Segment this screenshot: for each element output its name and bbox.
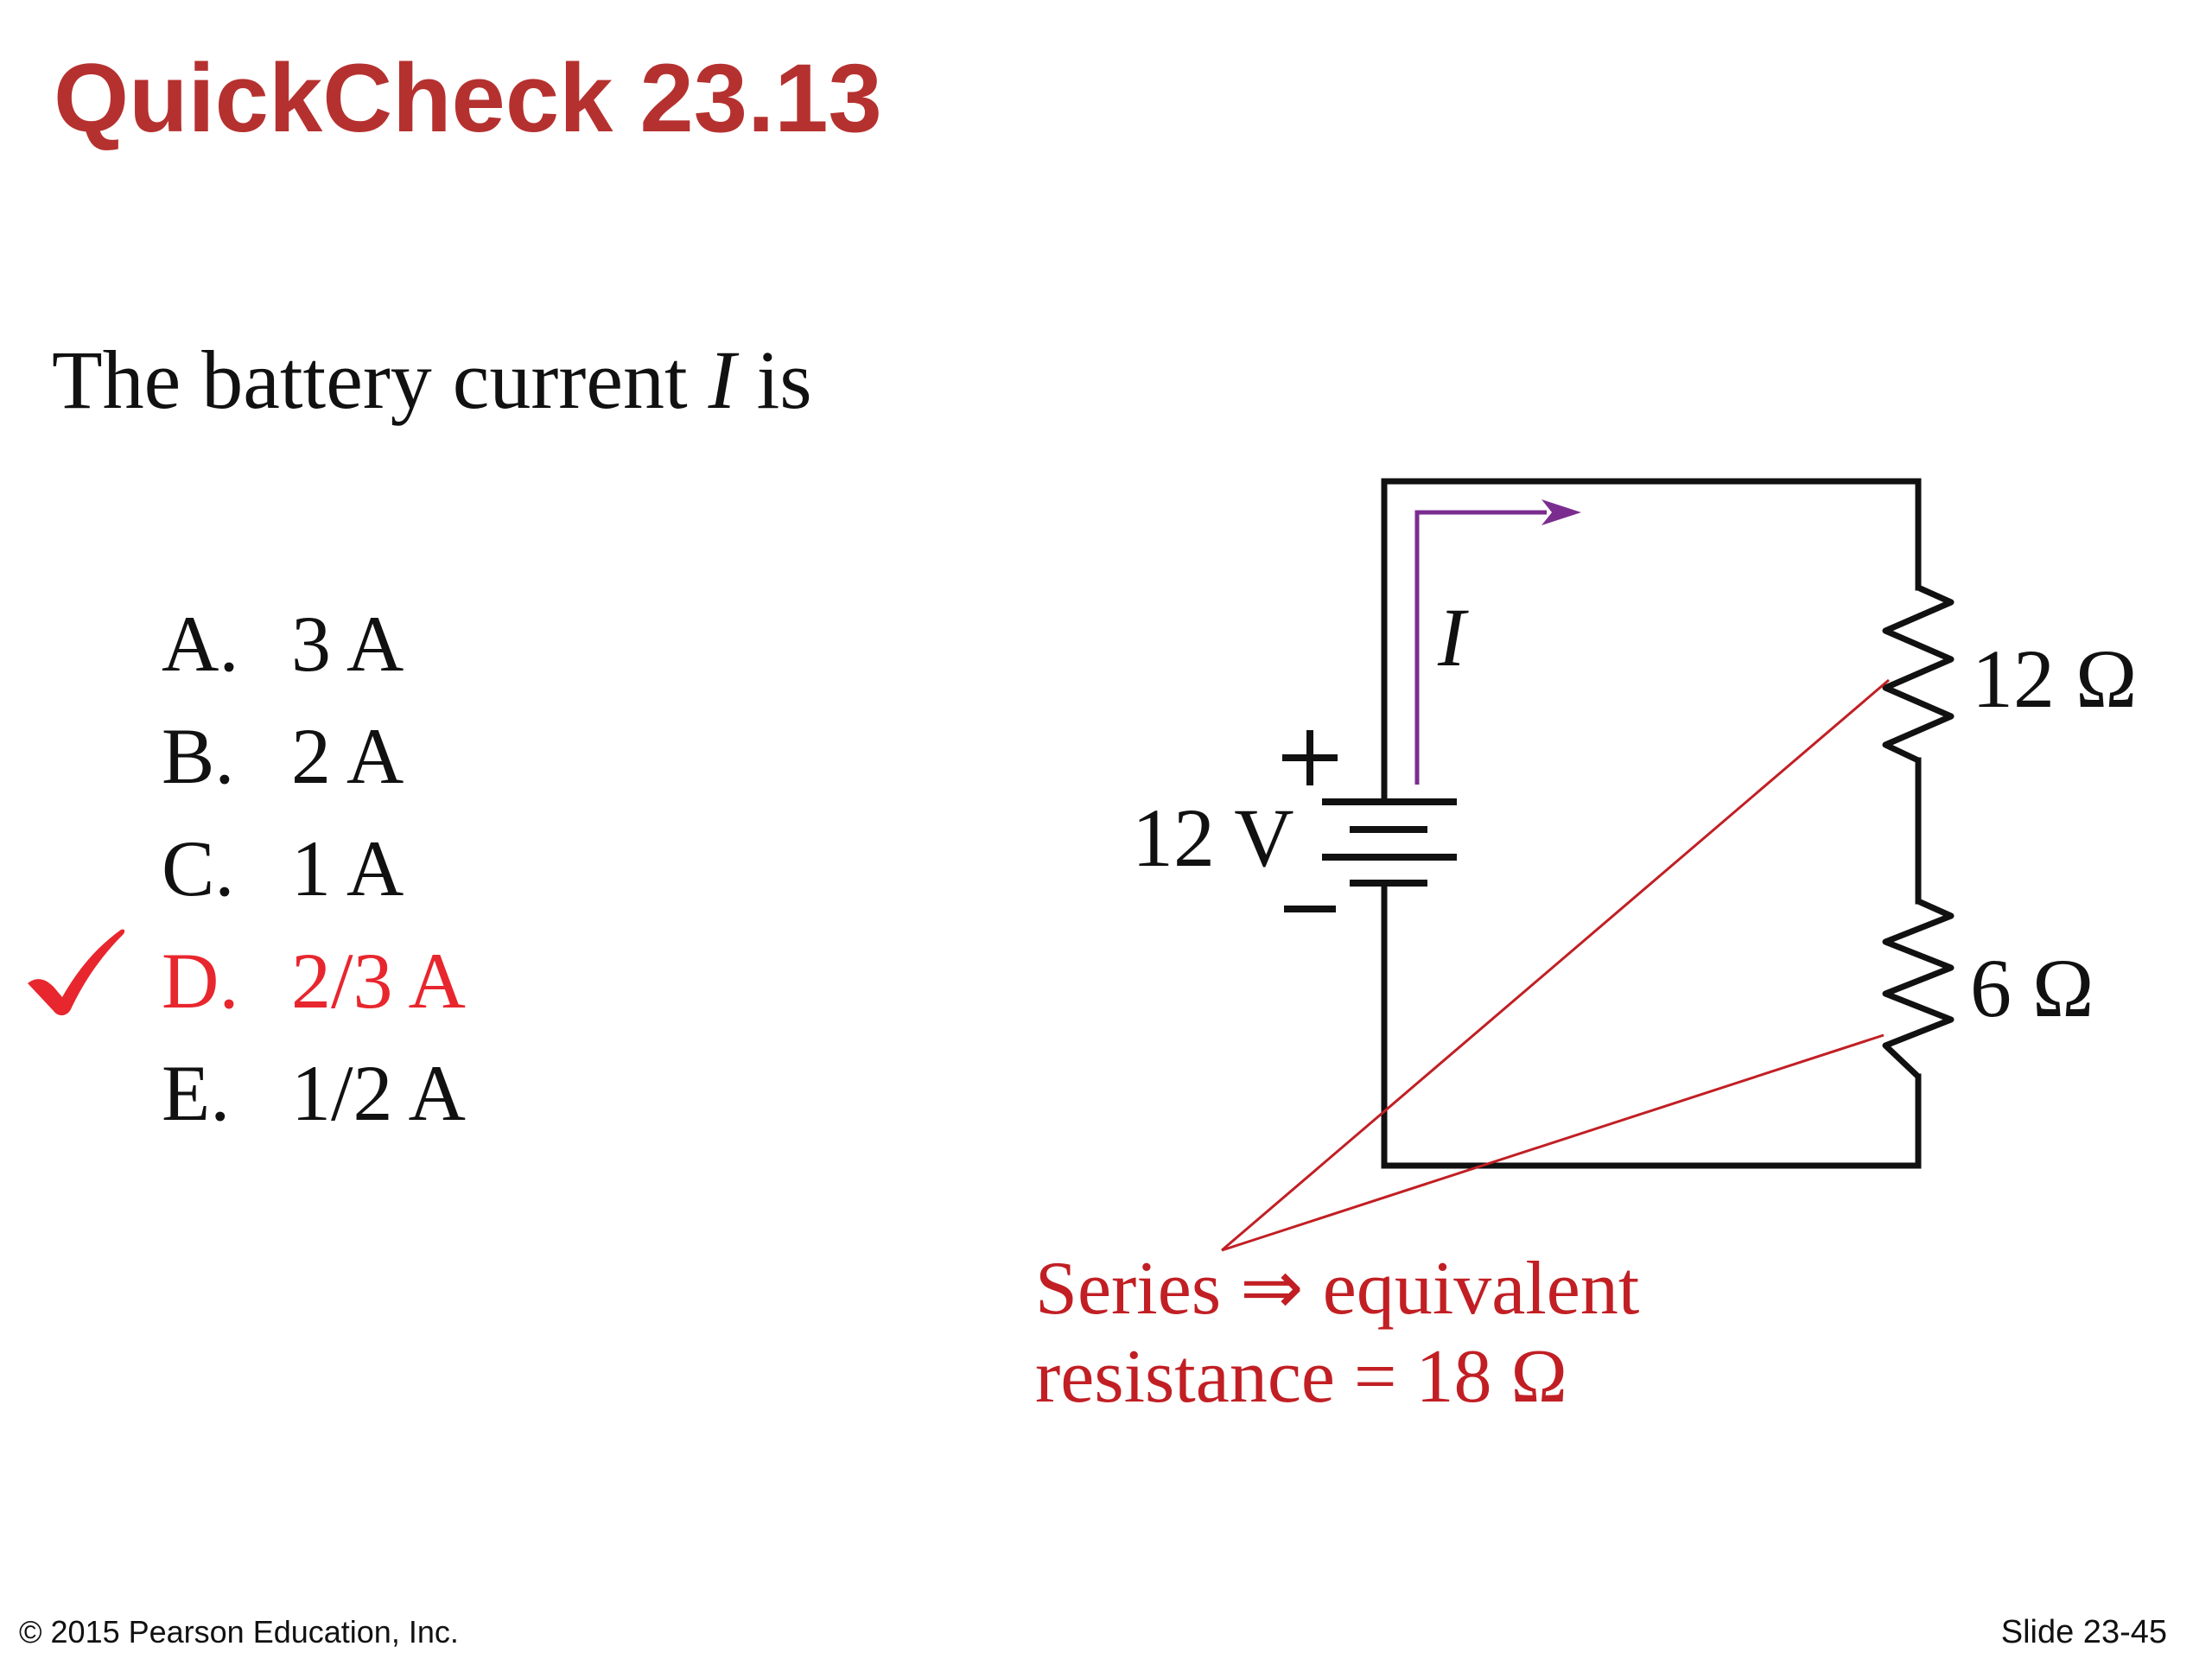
slide-title: QuickCheck 23.13: [54, 44, 882, 152]
battery-voltage-label: 12 V: [1132, 791, 1294, 884]
battery-symbol: [1322, 798, 1457, 887]
option-value: 1 A: [291, 824, 404, 912]
question-text-start: The battery current: [52, 334, 709, 426]
plus-sign: [1282, 730, 1338, 785]
checkmark-icon: [28, 929, 125, 1016]
option-value: 2 A: [291, 712, 404, 800]
slide-number: Slide 23-45: [2000, 1614, 2167, 1650]
resistor-6-ohm: [1882, 898, 1955, 1079]
option-letter: D.: [162, 937, 239, 1025]
annotation-pointer-lines: [1221, 678, 1890, 1252]
option-letter: B.: [162, 712, 235, 800]
resistor-12-ohm: [1882, 584, 1955, 764]
current-variable: I: [708, 334, 736, 426]
option-e: E. 1/2 A: [162, 1046, 550, 1141]
option-d-correct: D. 2/3 A: [162, 933, 550, 1028]
option-a: A. 3 A: [162, 596, 550, 691]
resistor-12-ohm-label: 12 Ω: [1972, 632, 2137, 725]
option-c: C. 1 A: [162, 821, 550, 916]
current-label: I: [1437, 591, 1469, 683]
current-arrow: [1414, 499, 1581, 785]
annotation-line-1: Series ⇒ equivalent: [1035, 1247, 1639, 1331]
answer-options: A. 3 A B. 2 A C. 1 A D. 2/3 A E. 1/2 A: [0, 0, 466, 1137]
copyright-text: © 2015 Pearson Education, Inc.: [19, 1614, 459, 1649]
resistor-6-ohm-label: 6 Ω: [1970, 942, 2094, 1034]
question-text-end: is: [735, 334, 812, 426]
option-letter: E.: [162, 1049, 231, 1137]
option-letter: C.: [162, 824, 235, 912]
circuit-wires: [1381, 478, 1922, 1169]
option-value: 2/3 A: [291, 937, 466, 1025]
question-text: The battery current I is: [52, 339, 812, 422]
option-value: 3 A: [291, 600, 404, 688]
option-letter: A.: [162, 600, 239, 688]
option-b: B. 2 A: [162, 709, 550, 804]
option-value: 1/2 A: [291, 1049, 466, 1137]
annotation-line-2: resistance = 18 Ω: [1035, 1335, 1567, 1419]
